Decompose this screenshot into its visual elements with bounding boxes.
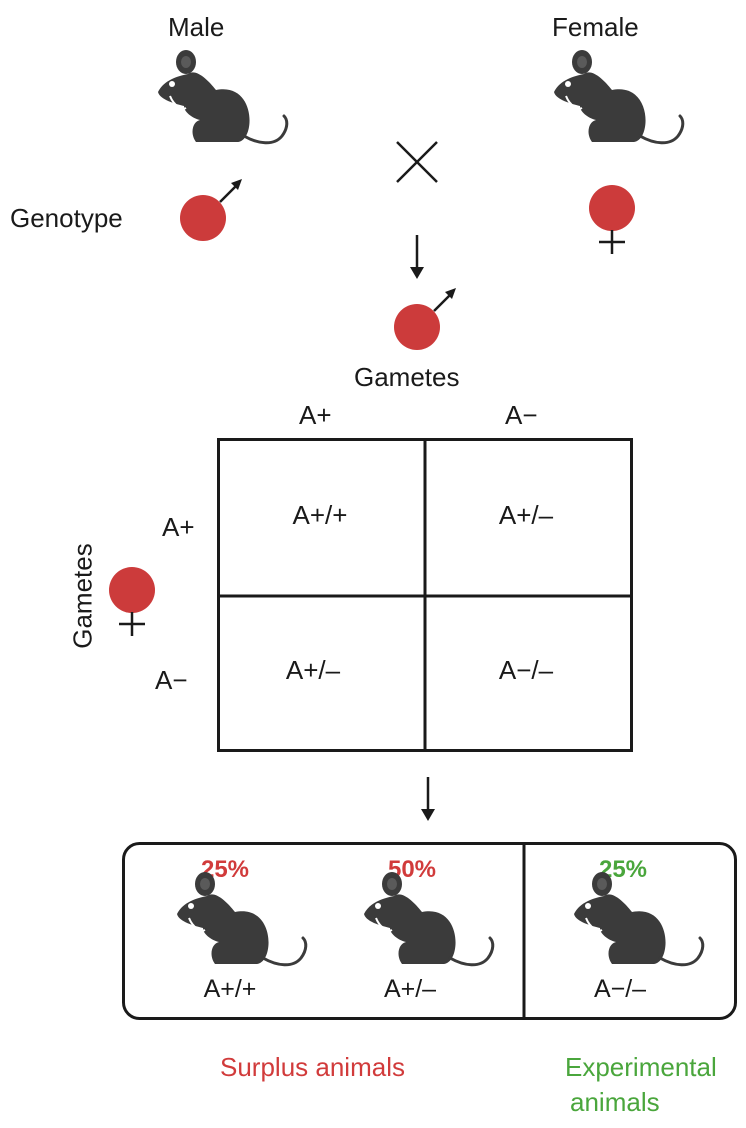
punnett-cell: A−/– [498, 655, 554, 685]
male-label: Male [168, 12, 225, 42]
experimental-animals-label-line2: animals [570, 1087, 660, 1117]
experimental-animals-label-line1: Experimental [565, 1052, 717, 1082]
gametes-label-side: Gametes [67, 543, 98, 649]
offspring-genotype: A−/– [593, 975, 647, 1003]
female-label: Female [552, 12, 639, 42]
cross-icon [396, 141, 438, 183]
punnett-grid [217, 438, 633, 752]
row-header-2: A− [155, 665, 188, 695]
female-mouse-icon [552, 48, 685, 145]
offspring-box [122, 842, 737, 1020]
gametes-label-top: Gametes [354, 362, 460, 392]
offspring-genotype: A+/+ [203, 975, 257, 1003]
arrow-down-icon [410, 235, 424, 279]
punnett-cell: A+/+ [292, 500, 348, 530]
male-mouse-icon [156, 48, 289, 145]
col-header-2: A− [505, 400, 538, 430]
offspring-mouse-icon [362, 870, 495, 967]
punnett-cell: A+/– [285, 655, 341, 685]
offspring-mouse-icon [572, 870, 705, 967]
row-header-1: A+ [162, 512, 195, 542]
male-symbol-icon [180, 179, 242, 241]
offspring-mouse-icon [175, 870, 308, 967]
punnett-cell: A+/– [498, 500, 554, 530]
offspring-genotype: A+/– [383, 975, 437, 1003]
gamete-male-symbol-icon [394, 288, 456, 350]
surplus-animals-label: Surplus animals [220, 1052, 405, 1082]
arrow-down-icon [421, 777, 435, 821]
col-header-1: A+ [299, 400, 332, 430]
genotype-label: Genotype [10, 203, 123, 233]
gamete-female-symbol-icon [109, 567, 155, 636]
female-symbol-icon [589, 185, 635, 254]
